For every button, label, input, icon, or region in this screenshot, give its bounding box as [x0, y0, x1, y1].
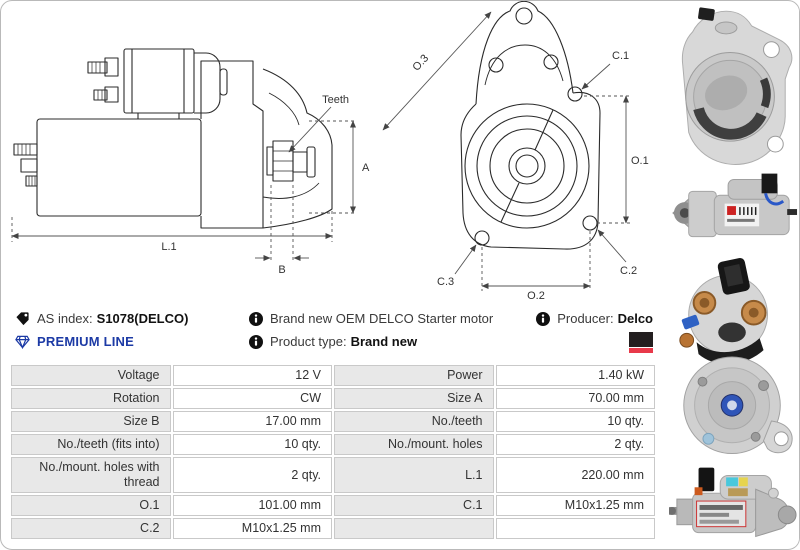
dim-label-o3: O.3 [410, 52, 431, 73]
spec-value: 1.40 kW [495, 365, 655, 386]
spec-value: 2 qty. [495, 434, 655, 455]
spec-value [495, 518, 655, 539]
product-type-row: Product type: Brand new [248, 333, 417, 350]
front-view-drawing-svg: O.3 C.1 O.1 C.2 C.3 O.2 [382, 1, 649, 302]
product-type-value: Brand new [350, 334, 418, 349]
dim-label-teeth: Teeth [322, 94, 349, 106]
dim-label-c3: C.3 [437, 276, 454, 288]
spec-label: C.2 [11, 518, 171, 539]
dim-label-o1: O.1 [631, 155, 649, 167]
producer-logo-black [629, 332, 653, 347]
side-view-drawing-svg: L.1 B A Teeth [11, 48, 370, 276]
dim-label-b: B [278, 264, 285, 276]
spec-label: Power [334, 365, 494, 386]
product-photo-front-flange[interactable] [669, 5, 799, 171]
spec-row: O.1 101.00 mm C.1 M10x1.25 mm [11, 495, 655, 516]
spec-row: No./mount. holes with thread 2 qty. L.1 … [11, 457, 655, 493]
spec-label [334, 518, 494, 539]
producer-row: Producer: Delco [535, 310, 653, 327]
producer-logo [629, 332, 653, 353]
dim-label-o2: O.2 [527, 290, 545, 301]
spec-table: Voltage 12 V Power 1.40 kW Rotation CW S… [9, 363, 657, 541]
spec-value: 101.00 mm [172, 495, 332, 516]
spec-row: Rotation CW Size A 70.00 mm [11, 388, 655, 409]
diagram-front-view: O.3 C.1 O.1 C.2 C.3 O.2 [379, 1, 669, 302]
product-type-label: Product type: [270, 334, 347, 349]
spec-row: Size B 17.00 mm No./teeth 10 qty. [11, 411, 655, 432]
tag-icon [15, 311, 30, 326]
spec-label: C.1 [334, 495, 494, 516]
dim-label-l1: L.1 [161, 241, 176, 253]
dim-label-c1: C.1 [612, 50, 629, 62]
producer-label: Producer: [557, 311, 614, 326]
product-photo-side[interactable] [669, 173, 799, 253]
description-row: Brand new OEM DELCO Starter motor [248, 310, 493, 327]
premium-line-row: PREMIUM LINE [15, 333, 134, 350]
spec-value: CW [172, 388, 332, 409]
as-index-row: AS index: S1078(DELCO) [15, 310, 188, 327]
info-icon [248, 334, 263, 349]
spec-value: 2 qty. [172, 457, 332, 493]
spec-value: 10 qty. [495, 411, 655, 432]
spec-label: Rotation [11, 388, 171, 409]
spec-label: No./mount. holes with thread [11, 457, 171, 493]
diamond-icon [15, 334, 30, 349]
spec-label: No./teeth (fits into) [11, 434, 171, 455]
product-photo-side-label[interactable] [668, 463, 799, 547]
spec-label: Voltage [11, 365, 171, 386]
as-index-value: S1078(DELCO) [96, 311, 189, 326]
spec-label: L.1 [334, 457, 494, 493]
premium-line-label: PREMIUM LINE [37, 334, 135, 349]
dim-label-a: A [362, 162, 370, 174]
dim-label-c2: C.2 [620, 265, 637, 277]
spec-label: Size B [11, 411, 171, 432]
product-photo-solenoid-rear[interactable] [669, 256, 799, 461]
spec-label: No./mount. holes [334, 434, 494, 455]
spec-value: 12 V [172, 365, 332, 386]
as-index-label: AS index: [37, 311, 93, 326]
diagram-side-view: L.1 B A Teeth [1, 1, 381, 301]
spec-row: No./teeth (fits into) 10 qty. No./mount.… [11, 434, 655, 455]
spec-label: Size A [334, 388, 494, 409]
spec-label: No./teeth [334, 411, 494, 432]
spec-value: 17.00 mm [172, 411, 332, 432]
producer-value: Delco [617, 311, 653, 326]
spec-row: Voltage 12 V Power 1.40 kW [11, 365, 655, 386]
spec-value: 10 qty. [172, 434, 332, 455]
spec-value: 70.00 mm [495, 388, 655, 409]
spec-value: M10x1.25 mm [172, 518, 332, 539]
producer-logo-red [629, 348, 653, 353]
spec-row: C.2 M10x1.25 mm [11, 518, 655, 539]
spec-value: M10x1.25 mm [495, 495, 655, 516]
description-text: Brand new OEM DELCO Starter motor [270, 311, 494, 326]
spec-label: O.1 [11, 495, 171, 516]
spec-value: 220.00 mm [495, 457, 655, 493]
info-icon [535, 311, 550, 326]
info-icon [248, 311, 263, 326]
